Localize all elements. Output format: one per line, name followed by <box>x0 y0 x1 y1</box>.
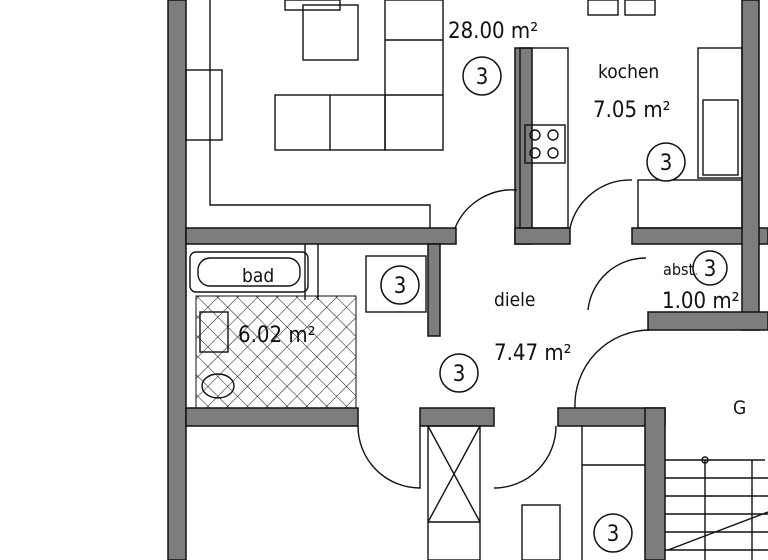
kitchen-fixtures <box>519 0 743 229</box>
room-name-bad: bad <box>242 265 274 287</box>
svg-text:3: 3 <box>660 151 673 176</box>
living-furniture <box>185 0 518 229</box>
room-marker-wohnen: 3 <box>462 56 502 96</box>
staircase <box>665 456 768 560</box>
doors <box>357 257 651 489</box>
room-marker-diele: 3 <box>439 353 479 393</box>
room-area-diele: 7.47 m² <box>494 341 572 366</box>
walls <box>167 0 768 560</box>
room-area-bad: 6.02 m² <box>238 323 316 348</box>
room-area-wohnen: 28.00 m² <box>448 19 538 44</box>
room-marker-flur: 3 <box>593 513 633 553</box>
room-name-abst: abst. <box>663 260 699 279</box>
room-name-kochen: kochen <box>598 61 659 83</box>
room-area-abst: 1.00 m² <box>662 289 740 314</box>
svg-text:3: 3 <box>453 362 466 387</box>
room-marker-bad: 3 <box>380 265 420 305</box>
svg-text:3: 3 <box>704 257 717 282</box>
svg-text:3: 3 <box>607 522 620 547</box>
room-marker-kochen: 3 <box>646 142 686 182</box>
svg-text:3: 3 <box>394 274 407 299</box>
stair-label: G <box>733 397 746 419</box>
svg-text:3: 3 <box>476 65 489 90</box>
shaft <box>427 425 645 560</box>
bathroom-fixtures <box>189 244 427 409</box>
room-area-kochen: 7.05 m² <box>593 98 671 123</box>
room-marker-abst: 3 <box>692 250 728 286</box>
room-name-diele: diele <box>494 289 535 311</box>
